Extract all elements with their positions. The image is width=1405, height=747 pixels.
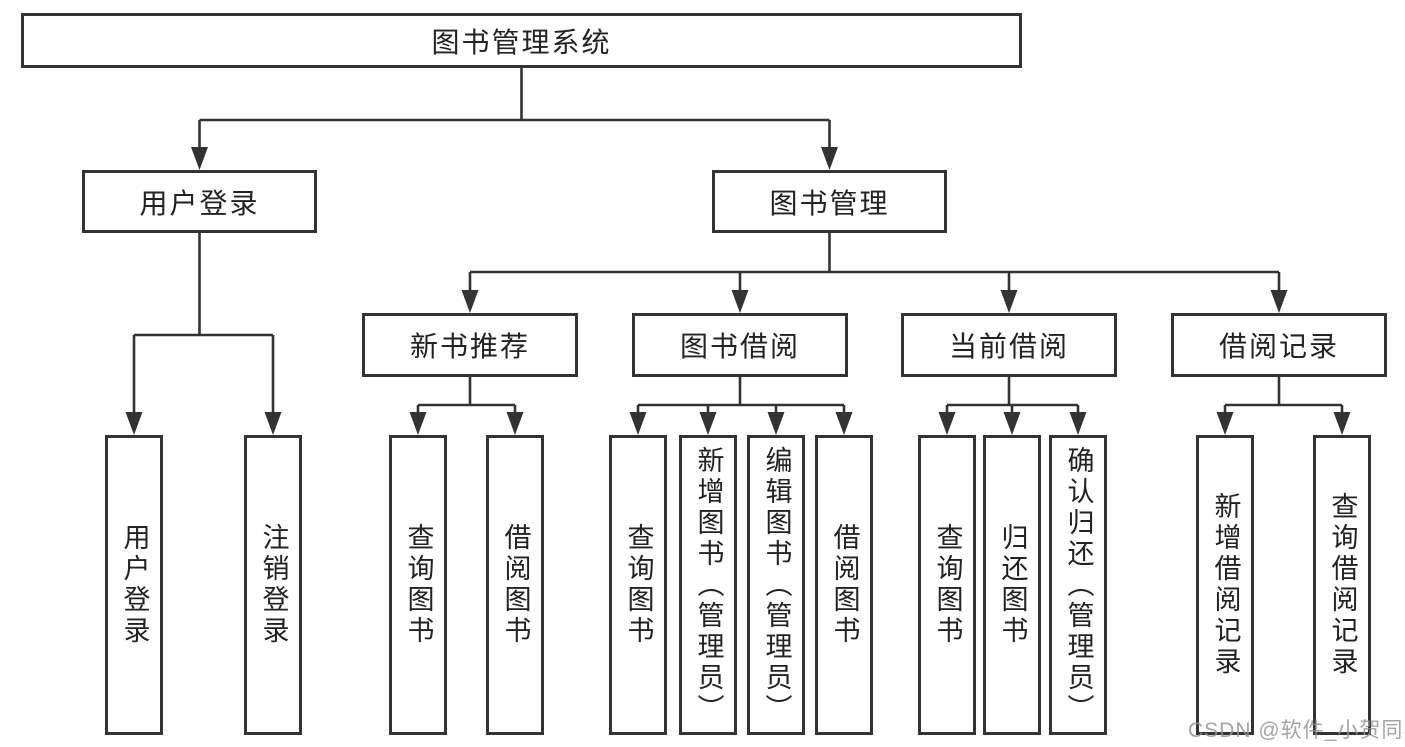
leaf-add-borrow-record: 新增借阅记录 xyxy=(1196,435,1254,735)
leaf-query-books-1: 查询图书 xyxy=(389,435,447,735)
leaf-query-books-3: 查询图书 xyxy=(918,435,976,735)
leaf-label: 查询图书 xyxy=(932,523,963,647)
node-book-management: 图书管理 xyxy=(712,170,947,233)
node-label: 图书借阅 xyxy=(679,331,800,362)
leaf-user-login: 用户登录 xyxy=(105,435,163,735)
arrowhead-icons xyxy=(125,147,1351,435)
node-book-borrowing: 图书借阅 xyxy=(632,313,848,377)
node-new-book-recommend: 新书推荐 xyxy=(362,313,578,377)
leaf-query-borrow-record: 查询借阅记录 xyxy=(1313,435,1371,735)
node-borrow-records: 借阅记录 xyxy=(1171,313,1387,377)
leaf-label: 编辑图书（管理员） xyxy=(761,445,792,725)
leaf-label: 查询图书 xyxy=(403,523,434,647)
leaf-query-books-2: 查询图书 xyxy=(609,435,667,735)
node-user-login: 用户登录 xyxy=(82,170,317,233)
leaf-logout: 注销登录 xyxy=(244,435,302,735)
leaf-label: 借阅图书 xyxy=(829,523,860,647)
node-label: 当前借阅 xyxy=(948,331,1069,362)
node-library-management-system: 图书管理系统 xyxy=(21,13,1022,68)
leaf-label: 查询图书 xyxy=(623,523,654,647)
leaf-return-books: 归还图书 xyxy=(983,435,1041,735)
leaf-label: 归还图书 xyxy=(997,523,1028,647)
node-label: 用户登录 xyxy=(139,187,260,219)
leaf-borrow-books-2: 借阅图书 xyxy=(815,435,873,735)
leaf-label: 借阅图书 xyxy=(500,523,531,647)
node-label: 借阅记录 xyxy=(1218,331,1339,362)
leaf-edit-books-admin: 编辑图书（管理员） xyxy=(747,435,805,735)
leaf-add-books-admin: 新增图书（管理员） xyxy=(679,435,737,735)
leaf-label: 查询借阅记录 xyxy=(1327,492,1358,678)
leaf-label: 确认归还（管理员） xyxy=(1063,445,1094,725)
node-label: 新书推荐 xyxy=(409,331,530,362)
csdn-watermark: CSDN @软件_小贺同学 xyxy=(1188,719,1405,742)
leaf-label: 注销登录 xyxy=(258,523,289,647)
leaf-label: 新增图书（管理员） xyxy=(693,445,724,725)
leaf-label: 新增借阅记录 xyxy=(1210,492,1241,678)
leaf-borrow-books-1: 借阅图书 xyxy=(486,435,544,735)
node-current-borrowing: 当前借阅 xyxy=(901,313,1117,377)
leaf-confirm-return-admin: 确认归还（管理员） xyxy=(1049,435,1107,735)
node-label: 图书管理系统 xyxy=(431,26,612,58)
leaf-label: 用户登录 xyxy=(119,523,150,647)
node-label: 图书管理 xyxy=(769,187,890,219)
